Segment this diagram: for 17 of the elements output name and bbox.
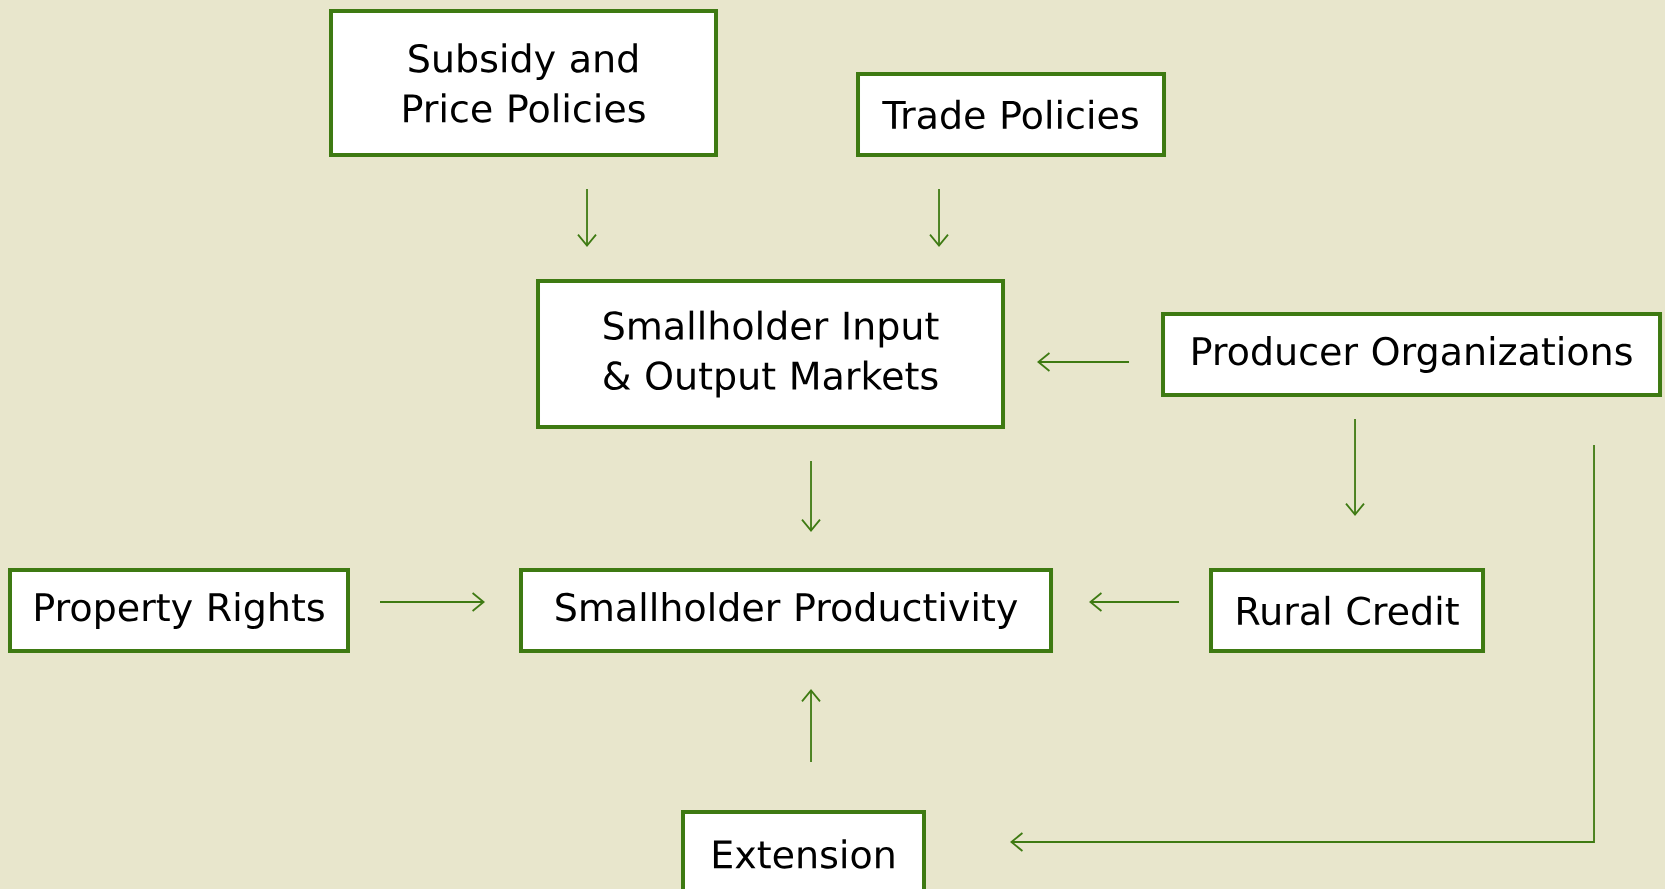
box: Extension <box>681 810 926 889</box>
box: Subsidy and Price Policies <box>329 9 718 157</box>
arrow <box>1037 352 1130 372</box>
arrow <box>577 188 597 247</box>
arrow <box>801 460 821 532</box>
arrow <box>801 689 821 763</box>
arrow <box>1010 444 1595 852</box>
arrow <box>1345 418 1365 516</box>
box: Producer Organizations <box>1161 312 1662 397</box>
box: Trade Policies <box>856 72 1166 157</box>
box: Rural Credit <box>1209 568 1485 653</box>
arrow <box>1089 592 1180 612</box>
box: Smallholder Input & Output Markets <box>536 279 1005 429</box>
arrow <box>929 188 949 247</box>
box: Property Rights <box>8 568 350 653</box>
arrow <box>379 592 485 612</box>
box: Smallholder Productivity <box>519 568 1053 653</box>
